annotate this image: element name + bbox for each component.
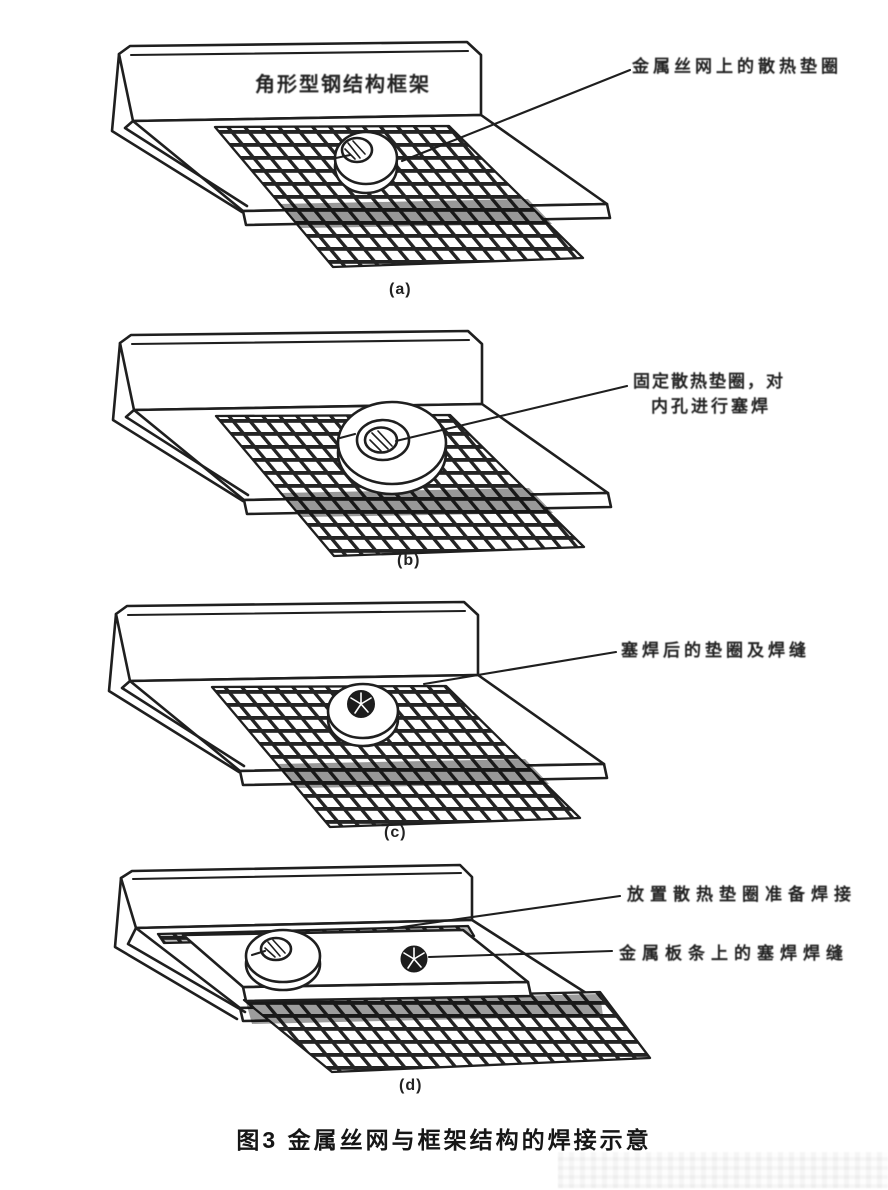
leader-line-c bbox=[422, 650, 618, 686]
leader-line-d1 bbox=[386, 894, 622, 931]
watermark bbox=[558, 1152, 888, 1188]
callout-c-weld-seam: 塞焊后的垫圈及焊缝 bbox=[621, 641, 810, 660]
leader-line-d2 bbox=[427, 949, 614, 959]
heat-sink-washer-d bbox=[244, 928, 322, 992]
heat-sink-washer-b bbox=[336, 400, 448, 496]
figure-caption: 图3 金属丝网与框架结构的焊接示意 bbox=[236, 1127, 652, 1153]
callout-d-plug-weld: 金属板条上的塞焊焊缝 bbox=[619, 944, 849, 963]
panel-a-drawing bbox=[110, 40, 632, 269]
panel-tag-d: (d) bbox=[399, 1077, 423, 1094]
callout-b-line2: 内孔进行塞焊 bbox=[651, 397, 771, 416]
panel-tag-c: (c) bbox=[384, 824, 407, 841]
frame-label-a: 角形型钢结构框架 bbox=[255, 74, 431, 96]
leader-line-b bbox=[394, 384, 629, 443]
panel-tag-b: (b) bbox=[397, 552, 421, 569]
callout-d-place-washer: 放置散热垫圈准备焊接 bbox=[627, 885, 857, 904]
callout-a-washer-on-mesh: 金属丝网上的散热垫圈 bbox=[632, 57, 842, 76]
panel-d-drawing bbox=[113, 863, 652, 1074]
heat-sink-washer-a bbox=[333, 130, 399, 195]
callout-b-line1: 固定散热垫圈，对 bbox=[633, 372, 785, 391]
plug-weld-spot-d bbox=[400, 945, 428, 973]
welded-washer-c bbox=[326, 682, 400, 748]
leader-line-a bbox=[400, 68, 632, 163]
panel-tag-a: (a) bbox=[389, 281, 412, 298]
